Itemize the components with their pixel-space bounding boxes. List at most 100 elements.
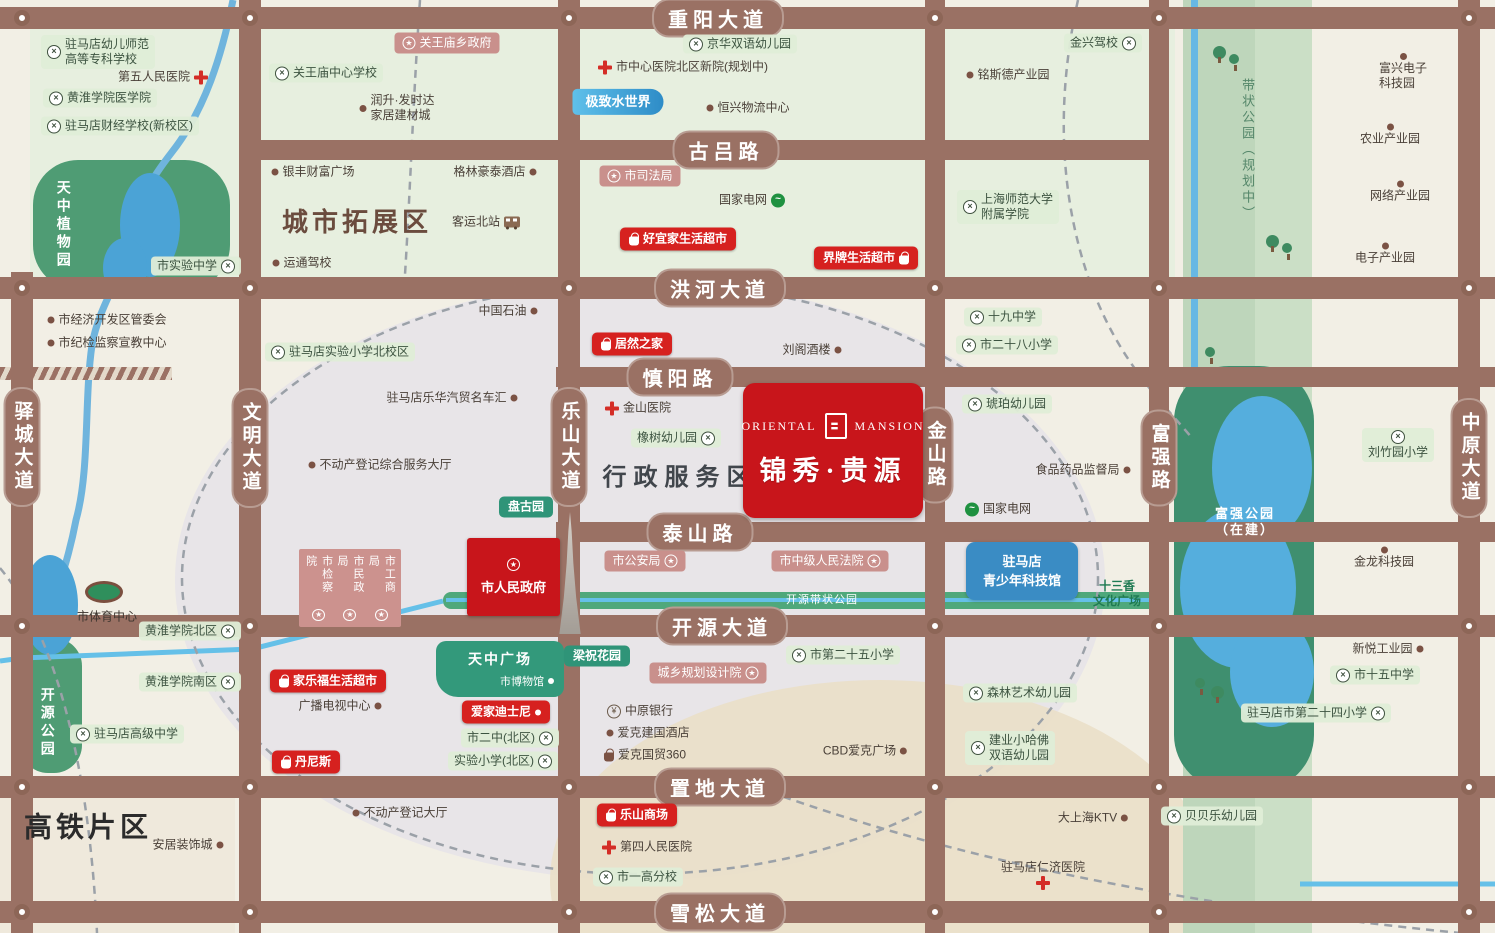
tree-icon xyxy=(1229,54,1239,71)
poi-label: 关王庙中心学校 xyxy=(292,65,378,80)
school-icon xyxy=(968,686,983,700)
road-label: 泰山路 xyxy=(646,512,754,552)
planned-road-hatch xyxy=(0,367,172,380)
hospital-no5-people: 第五人民医院 xyxy=(118,70,209,85)
poi-dot-icon xyxy=(900,747,908,755)
school-huanghuai-medical: 黄淮学院医学院 xyxy=(42,88,158,108)
poi-label: 实验小学(北区) xyxy=(454,753,534,768)
poi-label: 市公安局 xyxy=(612,553,661,568)
poi-fuxing-electronics: 富兴电子 科技园 xyxy=(1379,53,1427,91)
poi-label: 爱家迪士尼 xyxy=(470,704,532,719)
shop-dennis: 丹尼斯 xyxy=(271,750,341,774)
road-label: 重阳大道 xyxy=(652,0,784,38)
poi-label: 驻马店财经学校(新校区) xyxy=(65,118,193,133)
shopping-bag-icon xyxy=(605,808,616,821)
poi-label: 城市拓展区 xyxy=(281,206,433,237)
poi-label: 市司法局 xyxy=(624,168,673,183)
poi-label: 市十五中学 xyxy=(1353,667,1415,682)
tree-icon xyxy=(1282,243,1292,260)
gov-bureau-label: 市检察院 xyxy=(304,555,333,594)
poi-label: 市第二十五小学 xyxy=(809,647,895,662)
poi-label: 金兴驾校 xyxy=(1069,35,1119,50)
shopping-bag-icon xyxy=(899,251,910,264)
plaza-shisanxiang: 十三香 文化广场 xyxy=(1093,579,1141,609)
park-kaiyuan-ribbon: 开源带状公园 xyxy=(786,594,858,608)
poi-dot-icon xyxy=(529,168,537,176)
science-museum-line2: 青少年科技馆 xyxy=(982,573,1061,588)
poi-food-drug-admin: 食品药品监督局 xyxy=(1035,463,1131,478)
shop-carrefour: 家乐福生活超市 xyxy=(269,669,387,693)
road-intersection-node xyxy=(1461,779,1477,795)
poi-dot-icon xyxy=(271,168,279,176)
road-intersection-node xyxy=(14,10,30,26)
poi-label: 安居装饰城 xyxy=(152,837,213,852)
tree-icon xyxy=(1213,46,1226,63)
poi-label: 新悦工业园 xyxy=(1352,641,1413,656)
bank-icon xyxy=(606,704,621,718)
poi-dot-icon xyxy=(530,307,538,315)
school-no28-primary: 市二十八小学 xyxy=(955,335,1059,355)
school-huanghuai-north: 黄淮学院北区 xyxy=(138,621,242,641)
project-brand-en-left: ORIENTAL xyxy=(741,418,817,433)
poi-label: 黄淮学院医学院 xyxy=(66,90,152,105)
road-label: 置地大道 xyxy=(654,767,786,807)
poi-runsheng-building-materials: 润升·发时达 家居建材城 xyxy=(359,93,435,123)
road-intersection-node xyxy=(927,618,943,634)
poi-dot-icon xyxy=(47,316,55,324)
poi-label: 运通驾校 xyxy=(283,255,332,270)
school-icon xyxy=(48,91,63,105)
road-intersection-node xyxy=(1151,10,1167,26)
school-icon xyxy=(961,338,976,352)
power-grid-icon xyxy=(964,502,979,516)
poi-label: 京华双语幼儿园 xyxy=(706,36,792,51)
poi-yinfeng-plaza: 银丰财富广场 xyxy=(271,165,355,180)
poi-dot-icon xyxy=(1416,645,1424,653)
shopping-bag-icon xyxy=(628,232,639,245)
gov-intermediate-court: 市中级人民法院 xyxy=(771,550,889,572)
road-intersection-node xyxy=(1151,904,1167,920)
poi-label: 贝贝乐幼儿园 xyxy=(1184,808,1258,823)
poi-dot-icon xyxy=(47,339,55,347)
poi-label: 驻马店实验小学北校区 xyxy=(288,344,410,359)
tree-icon xyxy=(1211,686,1224,703)
shop-haoyijia-supermarket: 好宜家生活超市 xyxy=(619,227,737,251)
school-huanghuai-south: 黄淮学院南区 xyxy=(138,672,242,692)
gov-city-hall-label: 市人民政府 xyxy=(480,580,546,595)
road-intersection-node xyxy=(242,779,258,795)
poi-label: 第四人民医院 xyxy=(619,839,693,854)
road-label: 富强路 xyxy=(1140,409,1178,507)
poi-dot-icon xyxy=(359,104,367,112)
tree-icon xyxy=(1205,347,1215,364)
school-icon xyxy=(1166,809,1181,823)
road-label: 慎阳路 xyxy=(626,357,734,397)
poi-dot-icon xyxy=(1381,242,1389,250)
road-intersection-node xyxy=(14,779,30,795)
poi-dot-icon xyxy=(510,394,518,402)
poi-label: 驻马店乐华汽贸名车汇 xyxy=(386,390,507,405)
poi-label: 润升·发时达 家居建材城 xyxy=(370,93,435,122)
star-icon xyxy=(507,558,520,571)
gov-bureau-label: 市民政局 xyxy=(335,555,364,594)
poi-dot-icon xyxy=(1380,546,1388,554)
road-label: 驿城大道 xyxy=(3,387,41,507)
road-慎阳路 xyxy=(556,367,1495,387)
poi-label: 中国石油 xyxy=(478,303,527,318)
road-label: 古吕路 xyxy=(672,130,780,170)
hospital-cross-icon xyxy=(601,840,616,854)
hospital-renji: 驻马店仁济医院 xyxy=(1001,860,1085,890)
poi-label: 金山医院 xyxy=(622,400,672,415)
road-intersection-node xyxy=(1151,618,1167,634)
poi-dot-icon xyxy=(1123,466,1131,474)
utility-state-grid-south: 国家电网 xyxy=(964,502,1031,517)
poi-label: 广播电视中心 xyxy=(298,698,371,713)
road-intersection-node xyxy=(14,904,30,920)
poi-label: 富兴电子 科技园 xyxy=(1378,61,1428,90)
poi-dot-icon xyxy=(1121,814,1129,822)
poi-label: 琥珀幼儿园 xyxy=(985,396,1047,411)
poi-label: 市二十八小学 xyxy=(979,337,1053,352)
school-zmd-preschool-college: 驻马店幼儿师范 高等专科学校 xyxy=(40,35,156,69)
gov-city-hall: 市人民政府 xyxy=(467,538,560,616)
school-hupo-kindergarten: 琥珀幼儿园 xyxy=(961,394,1053,414)
poi-label: CBD爱克广场 xyxy=(822,743,897,758)
poi-yuntong-driving: 运通驾校 xyxy=(272,255,332,271)
